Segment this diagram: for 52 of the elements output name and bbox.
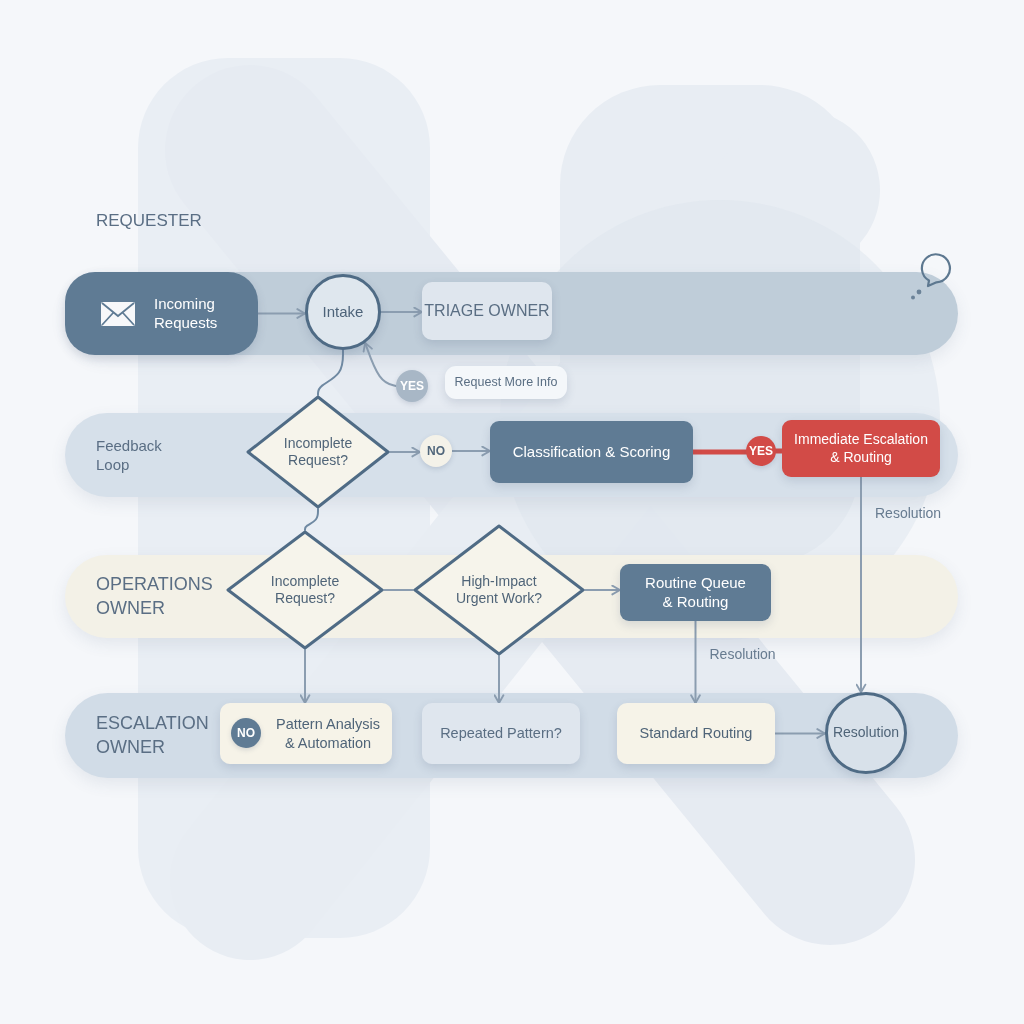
- process-box: [422, 703, 580, 764]
- node-text: Standard Routing: [639, 724, 753, 743]
- process-circle: [305, 274, 381, 350]
- process-box: [617, 703, 775, 764]
- connector-line: [383, 589, 414, 591]
- answer-badge: YES: [746, 436, 776, 466]
- node-text: Incomplete Request?: [269, 572, 341, 608]
- edge-label: Resolution: [709, 645, 776, 663]
- node-text: Routine Queue & Routing: [644, 573, 747, 612]
- arrow: [584, 584, 621, 596]
- process-box: [620, 564, 771, 621]
- connector-line: [773, 448, 785, 454]
- connector-line: [317, 349, 344, 396]
- node-text: Immediate Escalation & Routing: [793, 431, 929, 466]
- arrow: [690, 620, 701, 704]
- arrow: [855, 476, 867, 694]
- arrow: [774, 728, 826, 739]
- answer-badge: NO: [231, 718, 261, 748]
- node-text: Pattern Analysis & Automation: [275, 715, 381, 752]
- node-text: Request More Info: [454, 374, 558, 391]
- node-text: Intake: [322, 302, 364, 322]
- node-text: Classification & Scoring: [512, 442, 671, 462]
- process-box: [65, 272, 258, 355]
- edge-label: Resolution: [875, 504, 942, 522]
- process-box: [220, 703, 392, 764]
- arrow: [493, 655, 505, 704]
- node-text: Repeated Pattern?: [440, 724, 562, 743]
- arrow: [451, 445, 491, 457]
- lane-label: REQUESTER: [96, 210, 202, 232]
- answer-badge: NO: [420, 435, 452, 467]
- arrow: [299, 649, 311, 704]
- node-text: TRIAGE OWNER: [424, 301, 550, 321]
- decision-diamond: [246, 395, 390, 509]
- lane-label: OPERATIONS OWNER: [96, 573, 214, 620]
- lane-label: Feedback Loop: [96, 435, 163, 475]
- lane-label: ESCALATION OWNER: [96, 712, 210, 759]
- connector-line: [304, 508, 319, 531]
- arrow: [257, 308, 307, 319]
- decision-diamond: [413, 524, 585, 656]
- decision-diamond: [226, 530, 384, 650]
- process-box: [782, 420, 940, 477]
- connector-line: [690, 449, 749, 455]
- arrow: [389, 446, 422, 458]
- node-text: High-Impact Urgent Work?: [454, 572, 544, 608]
- process-box: [490, 421, 693, 483]
- arrow: [380, 306, 423, 318]
- arrow: [362, 341, 397, 387]
- node-text: Incoming Requests: [154, 294, 219, 333]
- process-box: [422, 282, 552, 340]
- callout-box: [445, 366, 567, 399]
- node-text: Incomplete Request?: [282, 434, 354, 470]
- node-text: Resolution: [832, 724, 900, 742]
